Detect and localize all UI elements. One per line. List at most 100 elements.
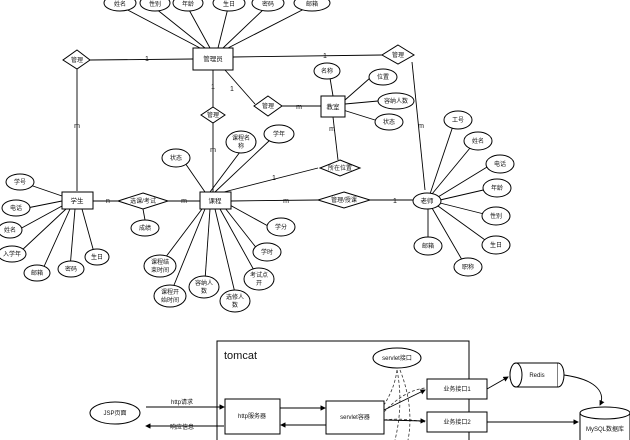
svg-text:电话: 电话 <box>10 204 22 212</box>
svg-text:年龄: 年龄 <box>182 0 194 8</box>
admin-attributes: 姓名 性别 年龄 生日 密码 邮箱 <box>103 0 331 12</box>
servlet-container <box>325 400 385 435</box>
select-attribute-grade: 成绩 <box>130 219 160 237</box>
svg-text:学时: 学时 <box>261 248 273 256</box>
redis-store: Redis <box>509 362 565 388</box>
svg-text:1: 1 <box>323 53 327 60</box>
svg-text:m: m <box>210 147 216 154</box>
classroom-attributes: 名称 位置 容纳人数 状态 <box>313 62 415 131</box>
jsp-page <box>89 401 141 425</box>
svg-text:始时间: 始时间 <box>161 296 179 304</box>
svg-text:工号: 工号 <box>452 117 464 124</box>
svg-text:学号: 学号 <box>14 178 26 186</box>
svg-text:邮箱: 邮箱 <box>31 269 43 277</box>
svg-text:n: n <box>106 198 110 205</box>
svg-text:Redis: Redis <box>529 373 544 379</box>
svg-text:职称: 职称 <box>462 263 474 271</box>
svg-text:密码: 密码 <box>262 0 274 8</box>
svg-text:1: 1 <box>145 56 149 63</box>
entity-classroom: 教室 <box>320 95 346 118</box>
svg-text:姓名: 姓名 <box>4 226 16 234</box>
svg-text:学生: 学生 <box>71 196 85 205</box>
relation-manage-classroom: 管理 <box>253 95 283 117</box>
relation-teach: 管理/授课 <box>316 191 372 209</box>
response-label: 响应信息 <box>170 423 194 431</box>
svg-text:m: m <box>74 123 80 130</box>
svg-text:课程结: 课程结 <box>151 258 169 266</box>
svg-text:MySQL数据库: MySQL数据库 <box>586 425 624 433</box>
er-edges <box>17 5 493 294</box>
svg-text:1: 1 <box>272 175 276 182</box>
teacher-attributes: 工号 姓名 电话 年龄 性别 生日 职称 邮箱 <box>413 110 515 277</box>
svg-text:m: m <box>418 123 424 130</box>
svg-text:1: 1 <box>230 86 234 93</box>
svg-text:开: 开 <box>256 280 262 287</box>
svg-text:m: m <box>181 198 187 205</box>
svg-text:束时间: 束时间 <box>151 266 169 274</box>
svg-text:数: 数 <box>201 287 207 295</box>
svg-text:学年: 学年 <box>273 130 285 138</box>
svg-text:数: 数 <box>232 301 238 309</box>
tomcat-label: tomcat <box>224 350 257 362</box>
svg-text:业务接口2: 业务接口2 <box>443 418 471 426</box>
svg-text:入学年: 入学年 <box>3 250 21 258</box>
svg-text:成绩: 成绩 <box>139 224 151 232</box>
svg-text:1: 1 <box>393 198 397 205</box>
svg-text:管理/授课: 管理/授课 <box>331 196 357 204</box>
svg-text:考试点: 考试点 <box>250 271 268 279</box>
svg-text:教室: 教室 <box>327 102 341 111</box>
svg-text:所在位置: 所在位置 <box>328 164 352 172</box>
svg-text:servlet容器: servlet容器 <box>340 413 370 421</box>
entity-student: 学生 <box>61 191 94 210</box>
svg-text:1: 1 <box>211 84 215 91</box>
relation-manage-student: 管理 <box>62 49 91 70</box>
svg-text:管理员: 管理员 <box>203 54 223 63</box>
svg-text:管理: 管理 <box>262 102 274 110</box>
svg-text:管理: 管理 <box>207 111 219 119</box>
svg-text:m: m <box>283 198 289 205</box>
svg-text:JSP页面: JSP页面 <box>103 410 126 417</box>
http-server <box>224 398 281 435</box>
svg-text:邮箱: 邮箱 <box>422 242 434 250</box>
relation-select-exam: 选课/考试 <box>116 192 170 210</box>
svg-text:性别: 性别 <box>490 212 502 220</box>
svg-text:性别: 性别 <box>149 0 161 8</box>
cardinality-labels: 1 m 1 m 1 m 1 m m 1 m n m 1 <box>74 53 424 205</box>
svg-text:老师: 老师 <box>421 196 435 205</box>
svg-text:生日: 生日 <box>223 0 235 8</box>
relation-manage-course: 管理 <box>200 106 226 124</box>
svg-text:位置: 位置 <box>377 73 389 81</box>
course-attributes: 状态 课程名 称 学年 学分 学时 考试点 开 课程结 束时间 课程开 始时间 … <box>143 124 296 313</box>
svg-text:状态: 状态 <box>170 154 182 162</box>
svg-text:选课/考试: 选课/考试 <box>130 197 156 205</box>
svg-text:课程开: 课程开 <box>161 288 179 296</box>
svg-text:称: 称 <box>238 142 244 150</box>
svg-text:http服务器: http服务器 <box>238 412 266 420</box>
svg-text:邮箱: 邮箱 <box>306 0 318 8</box>
svg-text:容纳人: 容纳人 <box>195 279 213 287</box>
entity-course: 课程 <box>199 191 232 210</box>
svg-text:生日: 生日 <box>490 241 502 249</box>
svg-text:密码: 密码 <box>65 265 77 273</box>
svg-text:管理: 管理 <box>71 56 83 64</box>
relation-manage-teacher: 管理 <box>381 44 415 65</box>
svg-text:年龄: 年龄 <box>491 184 503 192</box>
architecture-diagram: tomcat JSP页面 http请求 响应信息 http服务器 servlet… <box>89 340 630 440</box>
svg-text:管理: 管理 <box>392 51 404 59</box>
svg-text:选修人: 选修人 <box>226 293 244 301</box>
svg-text:生日: 生日 <box>91 253 103 261</box>
svg-text:姓名: 姓名 <box>472 137 484 145</box>
mysql-database: MySQL数据库 <box>579 406 630 440</box>
svg-text:状态: 状态 <box>383 118 395 126</box>
svg-text:名称: 名称 <box>321 67 333 75</box>
http-request-label: http请求 <box>171 398 193 406</box>
svg-text:servlet接口: servlet接口 <box>382 354 412 362</box>
svg-text:容纳人数: 容纳人数 <box>384 97 408 105</box>
svg-text:课程: 课程 <box>209 196 223 205</box>
svg-text:m: m <box>296 104 302 111</box>
svg-text:课程名: 课程名 <box>232 134 250 142</box>
svg-text:学分: 学分 <box>275 223 287 231</box>
entity-admin: 管理员 <box>192 47 234 71</box>
